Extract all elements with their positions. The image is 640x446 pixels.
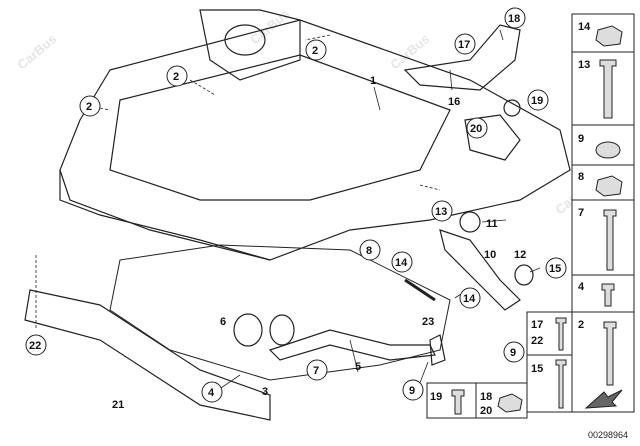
- panel-label-7: 7: [578, 207, 584, 219]
- callout-3: 3: [262, 386, 268, 398]
- subframe-outline: [59, 19, 571, 261]
- screw-icon: [601, 283, 615, 307]
- callout-circle-19: [527, 89, 549, 111]
- dashed-leaders: [35, 34, 441, 330]
- rear-mount-hole: [224, 24, 266, 56]
- grid-label-22: 22: [531, 335, 543, 347]
- nut-icon: [497, 393, 523, 413]
- screw-icon: [451, 389, 465, 415]
- parts-panel-bottom: 17 22 15 19 18 20: [426, 311, 573, 419]
- callout-10: 10: [484, 249, 496, 261]
- panel-label-8: 8: [578, 171, 584, 183]
- panel-label-4: 4: [578, 281, 585, 293]
- panel-label-2: 2: [578, 319, 584, 331]
- upper-control-arm: [403, 24, 521, 91]
- callout-circle-8: [359, 239, 381, 261]
- callout-9b: 9: [409, 385, 415, 397]
- callout-14b: 14: [463, 293, 476, 305]
- pin: [404, 278, 436, 302]
- callout-8: 8: [366, 245, 372, 257]
- callout-circle-2a: [305, 39, 327, 61]
- callout-2a: 2: [312, 45, 318, 57]
- callout-2c: 2: [86, 101, 92, 113]
- grid-label-17: 17: [531, 319, 543, 331]
- bolt-icon: [555, 317, 567, 351]
- lower-control-arm: [439, 229, 521, 311]
- callouts: 1 2 2 2 3 4 5 6 7 8 9 9 10 11 12 13 14 1…: [25, 7, 567, 411]
- document-id: 00298964: [588, 430, 628, 440]
- subframe-drawing: [24, 9, 571, 421]
- parts-panel-frame: [571, 13, 635, 413]
- tension-strut: [268, 329, 436, 361]
- callout-circle-9b: [402, 379, 424, 401]
- callout-16: 16: [448, 96, 460, 108]
- grid-label-20: 20: [480, 405, 492, 417]
- bolt-icon: [599, 59, 617, 119]
- callout-circle-18: [504, 7, 526, 29]
- bolt-icon: [555, 359, 567, 409]
- callout-13: 13: [435, 206, 447, 218]
- panel-label-14: 14: [578, 21, 591, 33]
- subframe-inner: [109, 54, 451, 201]
- rear-mount: [199, 9, 301, 81]
- callout-circle-4: [201, 381, 223, 403]
- bushing-19: [503, 99, 521, 117]
- bushing-6: [233, 313, 263, 347]
- callout-9a: 9: [510, 347, 516, 359]
- watermark-1: CarBus: [14, 31, 59, 72]
- parts-panel-right: 14 13 9 8 7 4 2: [571, 13, 635, 413]
- callout-circle-14a: [391, 251, 413, 273]
- watermark-3: CarBus: [387, 31, 432, 72]
- callout-circle-7: [306, 359, 328, 381]
- grid-label-19: 19: [430, 391, 442, 403]
- callout-4: 4: [208, 387, 215, 399]
- front-crossmember: [59, 170, 271, 261]
- bushing-6b: [269, 314, 295, 346]
- watermark-group: CarBus CarBus CarBus CarBus: [14, 6, 597, 217]
- grid-label-15: 15: [531, 363, 543, 375]
- callout-22: 22: [29, 340, 41, 352]
- callout-5: 5: [355, 361, 361, 373]
- callout-circle-20: [466, 117, 488, 139]
- callout-23: 23: [422, 316, 434, 328]
- ball-joint: [429, 334, 446, 366]
- callout-19: 19: [531, 95, 543, 107]
- callout-leaders: [217, 29, 541, 391]
- arrow-icon: [584, 389, 623, 409]
- panel-label-9: 9: [578, 133, 584, 145]
- callout-15: 15: [549, 263, 561, 275]
- nut-icon: [595, 175, 623, 197]
- callout-17: 17: [458, 39, 470, 51]
- callout-21: 21: [112, 399, 124, 411]
- callout-14a: 14: [395, 257, 408, 269]
- bolt-icon: [603, 321, 617, 386]
- callout-circle-2b: [166, 65, 188, 87]
- bolt-icon: [603, 209, 617, 271]
- callout-2b: 2: [173, 71, 179, 83]
- callout-circle-14b: [459, 287, 481, 309]
- bushing-11: [459, 211, 481, 233]
- panel-label-13: 13: [578, 59, 590, 71]
- callout-circle-13: [431, 200, 453, 222]
- grid-label-18: 18: [480, 391, 492, 403]
- callout-circle-22: [25, 334, 47, 356]
- callout-1: 1: [370, 75, 376, 87]
- callout-20: 20: [470, 123, 482, 135]
- bracket-20: [464, 114, 521, 161]
- callout-circle-17: [454, 33, 476, 55]
- front-strip: [24, 289, 271, 421]
- bushing-icon: [595, 141, 621, 159]
- callout-11: 11: [486, 218, 498, 230]
- callout-circle-15: [545, 257, 567, 279]
- callout-18: 18: [508, 13, 520, 25]
- callout-7: 7: [313, 365, 319, 377]
- callout-circle-2c: [79, 95, 101, 117]
- nut-icon: [595, 25, 623, 47]
- bushing-15: [514, 264, 534, 286]
- callout-12: 12: [514, 249, 526, 261]
- callout-circle-9a: [503, 341, 525, 363]
- callout-6: 6: [220, 316, 226, 328]
